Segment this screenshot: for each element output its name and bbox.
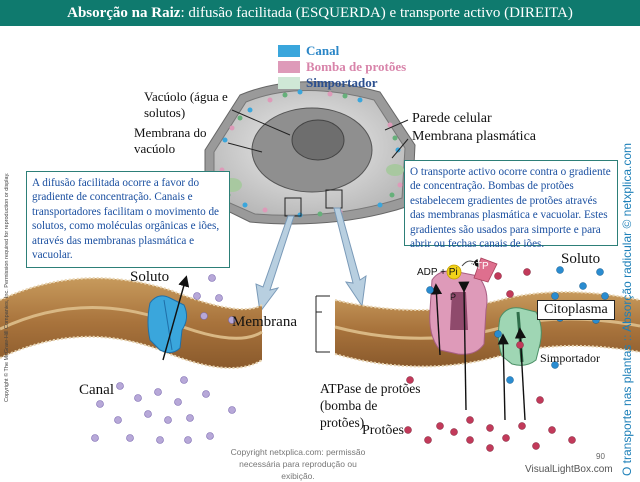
label-atp: ATP	[470, 261, 489, 272]
legend-label-proton-pump: Bomba de protões	[306, 59, 407, 74]
proton-pump-shape	[429, 270, 488, 355]
title-bold: Absorção na Raiz	[67, 5, 181, 21]
label-solute-right: Soluto	[561, 251, 601, 267]
right-protons	[404, 268, 576, 452]
label-protons: Protões	[362, 423, 404, 438]
label-symporter: Simportador	[540, 351, 600, 365]
facilitated-diffusion-box: A difusão facilitada ocorre a favor do g…	[26, 171, 230, 268]
nucleus-shape	[291, 119, 345, 161]
legend-swatch-symporter	[278, 77, 300, 89]
label-solute-left: Soluto	[130, 269, 170, 285]
label-membrane: Membrana	[232, 314, 297, 330]
footer-copyright: Copyright netxplica.com: permissão neces…	[230, 447, 366, 481]
label-channel: Canal	[79, 382, 114, 398]
left-membrane	[0, 277, 263, 369]
title-rest: : difusão facilitada (ESQUERDA) e transp…	[180, 5, 573, 21]
label-cytoplasm: Citoplasma	[537, 300, 615, 320]
label-plasma-membrane: Membrana plasmática	[412, 129, 537, 144]
legend-label-symporter: Simportador	[306, 75, 378, 90]
left-solutes	[91, 256, 236, 444]
channel-arrow	[162, 275, 190, 361]
legend-label-channel: Canal	[306, 43, 340, 58]
label-adp-pi: ADP + Pi	[417, 267, 458, 278]
zoom-arrows	[255, 207, 367, 314]
legend-swatch-channel	[278, 45, 300, 57]
label-cell-wall: Parede celular	[412, 111, 492, 126]
side-copyright-text: Copyright © The McGraw-Hill Companies, I…	[4, 172, 10, 402]
legend-item-proton-pump: Bomba de protões	[278, 59, 407, 74]
legend-item-symporter: Simportador	[278, 75, 378, 90]
watermark: VisualLightBox.com	[525, 464, 613, 475]
label-vacuole: Vacúolo (água e solutos)	[144, 89, 228, 120]
side-title-text: O transporte nas plantas :: Absorção rad…	[620, 142, 634, 476]
page-number: 90	[596, 452, 605, 461]
adp-atp-icons	[446, 257, 498, 283]
label-vacuole-membrane: Membrana do vacúolo	[134, 125, 207, 156]
active-transport-box: O transporte activo ocorre contra o grad…	[404, 160, 618, 250]
label-atpase: ATPase de protões (bomba de protões)	[320, 381, 421, 430]
legend-item-channel: Canal	[278, 43, 340, 58]
legend-swatch-proton-pump	[278, 61, 300, 73]
label-pi-icon: P	[450, 292, 457, 302]
proton-pump-arrow	[458, 281, 470, 411]
title-bar: Absorção na Raiz: difusão facilitada (ES…	[0, 0, 640, 26]
